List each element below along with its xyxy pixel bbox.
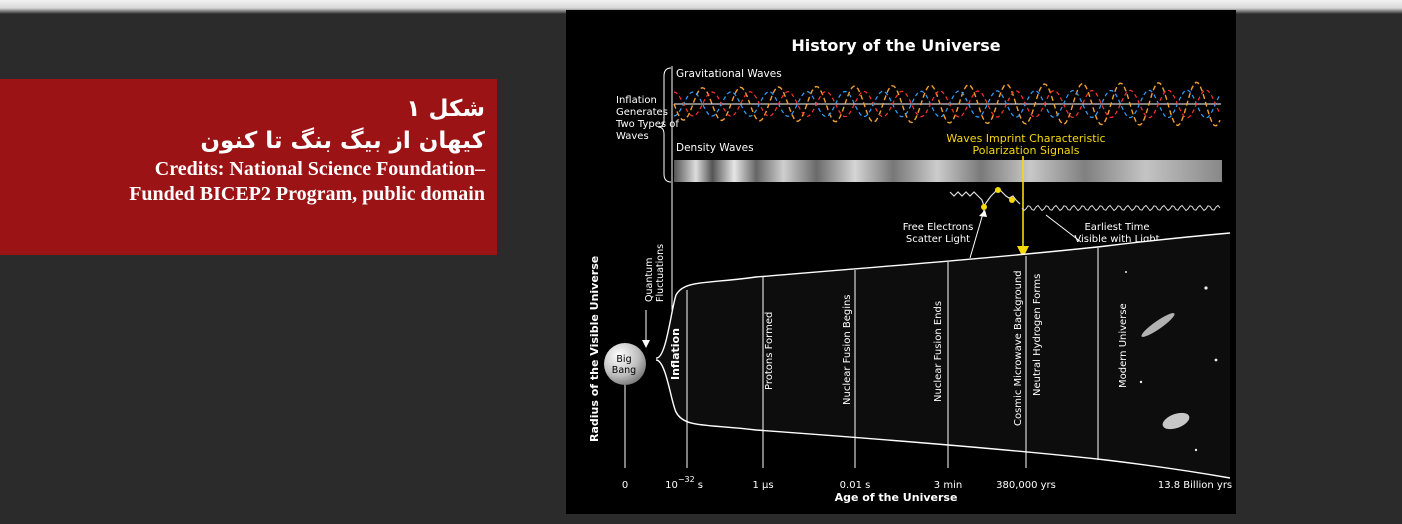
star-1 — [1204, 286, 1208, 290]
free-electron-3 — [1009, 197, 1015, 203]
y-axis-label: Radius of the Visible Universe — [588, 256, 601, 442]
density-wave-band — [674, 160, 1222, 182]
quantum-arrowhead — [642, 340, 650, 348]
imprint-label-line1: Waves Imprint Characteristic — [946, 132, 1105, 145]
quantum-label-line2: Fluctuations — [655, 244, 666, 302]
caption-title: کیهان از بیگ بنگ تا کنون — [200, 128, 485, 154]
galaxy-spiral — [1141, 313, 1175, 337]
tick-label-5: 380,000 yrs — [996, 480, 1056, 491]
inflation-note-line2: Generates — [616, 107, 668, 118]
figure-title: History of the Universe — [791, 36, 1000, 55]
caption-credit-line1: Credits: National Science Foundation– — [154, 158, 485, 180]
free-electron-1 — [981, 204, 987, 210]
star-5 — [1125, 271, 1127, 273]
x-axis-label: Age of the Universe — [835, 491, 958, 504]
era-neutral-hydrogen-forms: Neutral Hydrogen Forms — [1032, 274, 1043, 396]
galaxy-elliptical — [1162, 412, 1190, 430]
big-bang-label-line1: Big — [616, 354, 631, 365]
free-electrons-label-line2: Scatter Light — [906, 234, 970, 245]
tick-label-2: 1 µs — [752, 480, 773, 491]
photon-wave — [1021, 204, 1221, 212]
era-cosmic-microwave-background: Cosmic Microwave Background — [1013, 270, 1024, 426]
earliest-time-pointer — [1045, 214, 1082, 243]
gravitational-wave-blue — [673, 89, 1221, 119]
earliest-time-label-line1: Earliest Time — [1084, 222, 1149, 233]
tick-label-0: 0 — [622, 480, 628, 491]
tick-label-6: 13.8 Billion yrs — [1158, 480, 1232, 491]
imprint-label-line2: Polarization Signals — [973, 144, 1080, 157]
tick-label-4: 3 min — [934, 480, 962, 491]
star-4 — [1194, 448, 1198, 452]
quantum-label-line1: Quantum — [644, 258, 655, 302]
density-waves-label: Density Waves — [676, 142, 754, 154]
universe-diagram: History of the Universe Gravitational Wa… — [588, 36, 1232, 504]
free-electrons-label-line1: Free Electrons — [903, 222, 974, 233]
tick-label-3: 0.01 s — [840, 480, 871, 491]
photon-zigzag — [949, 187, 1021, 207]
caption-figure-number: شکل ۱ — [406, 96, 485, 122]
inflation-note-line3: Two Types of — [615, 119, 679, 130]
star-3 — [1139, 380, 1143, 384]
caption-box: شکل ۱ کیهان از بیگ بنگ تا کنون Credits: … — [0, 79, 497, 255]
era-nuclear-fusion-begins: Nuclear Fusion Begins — [842, 294, 853, 405]
big-bang-sphere — [604, 343, 646, 385]
history-of-universe-figure: History of the Universe Gravitational Wa… — [566, 10, 1236, 514]
era-inflation: Inflation — [669, 328, 682, 380]
inflation-note-line4: Waves — [616, 131, 649, 142]
earliest-time-label-line2: Visible with Light — [1074, 234, 1159, 245]
scatter-arrowhead — [979, 210, 987, 217]
big-bang-label-line2: Bang — [612, 365, 636, 376]
scatter-arrow-line — [969, 209, 985, 259]
inflation-note-line1: Inflation — [616, 95, 657, 106]
star-2 — [1214, 358, 1218, 362]
universe-cone-outline — [655, 232, 1231, 479]
gravitational-waves-label: Gravitational Waves — [676, 68, 782, 80]
tick-label-1: 10−32s — [665, 475, 703, 491]
gravitational-wave-red — [673, 89, 1221, 119]
universe-cone — [656, 233, 1230, 478]
era-modern-universe: Modern Universe — [1118, 303, 1129, 388]
imprint-arrowhead — [1017, 246, 1029, 258]
era-nuclear-fusion-ends: Nuclear Fusion Ends — [933, 301, 944, 402]
free-electron-2 — [995, 187, 1001, 193]
caption-credit-line2: Funded BICEP2 Program, public domain — [129, 183, 485, 205]
wave-brace — [657, 67, 672, 183]
era-protons-formed: Protons Formed — [764, 312, 775, 390]
